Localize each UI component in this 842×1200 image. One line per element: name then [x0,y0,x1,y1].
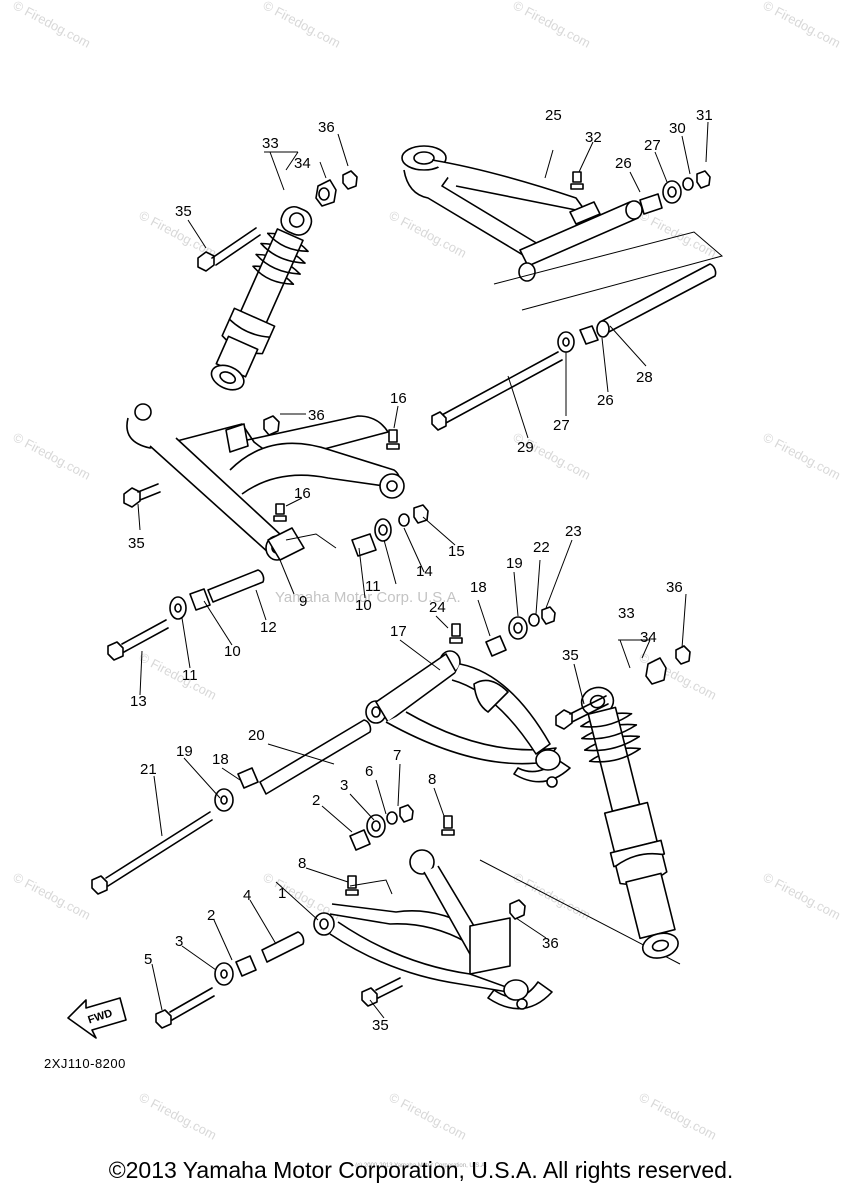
callout-2: 2 [207,907,215,924]
callout-21: 21 [140,761,157,778]
callout-3: 3 [340,777,348,794]
diagram-code: 2XJ110-8200 [44,1056,126,1071]
callout-36: 36 [542,935,559,952]
callout-33: 33 [262,135,279,152]
callout-35: 35 [175,203,192,220]
watermark-text: © Firedog.com [761,869,842,922]
callout-3: 3 [175,933,183,950]
watermark-text: © Firedog.com [137,649,219,702]
bracket-33-lower [618,639,651,669]
callout-11: 11 [365,578,381,595]
callout-8: 8 [428,771,436,788]
fine-print: (c) 2000-2013 Yamaha Motor Corporation, … [355,1163,487,1169]
callout-5: 5 [144,951,152,968]
callout-34: 34 [294,155,311,172]
middle-right-a-arm [91,606,571,895]
callout-35: 35 [372,1017,389,1034]
watermark-text: © Firedog.com [261,0,343,51]
callout-16: 16 [294,485,311,502]
callout-34: 34 [640,629,657,646]
callout-16: 16 [390,390,407,407]
watermark-text: © Firedog.com [511,0,593,51]
watermark-text: © Firedog.com [637,1089,719,1142]
watermark-text: © Firedog.com [137,1089,219,1142]
leader-lines [137,121,709,1019]
watermark-text: © Firedog.com [387,1089,469,1142]
lower-a-arm [155,804,681,1029]
callout-19: 19 [176,743,193,760]
copyright-footer: ©2013 Yamaha Motor Corporation, U.S.A. A… [108,1157,734,1183]
callout-13: 13 [130,693,147,710]
callout-10: 10 [355,597,372,614]
callout-11: 11 [182,667,198,684]
callout-35: 35 [562,647,579,664]
callout-26: 26 [597,392,614,409]
watermark-text: © Firedog.com [11,869,93,922]
callout-29: 29 [517,439,534,456]
callout-9: 9 [299,593,307,610]
callout-7: 7 [393,747,401,764]
callout-36: 36 [318,119,335,136]
callout-2: 2 [312,792,320,809]
middle-left-a-arm [107,403,429,661]
callout-35: 35 [128,535,145,552]
callout-27: 27 [644,137,661,154]
callout-19: 19 [506,555,523,572]
watermark-text: © Firedog.com [761,0,842,51]
callout-31: 31 [696,107,713,124]
callout-25: 25 [545,107,562,124]
callout-30: 30 [669,120,686,137]
callout-36: 36 [666,579,683,596]
callout-12: 12 [260,619,277,636]
callout-6: 6 [365,763,373,780]
lower-shock-absorber [555,645,691,959]
callout-labels: 1 2 2 3 3 4 5 6 7 8 8 9 10 10 11 11 12 1… [128,107,713,1034]
watermark-text: © Firedog.com [511,429,593,482]
callout-36: 36 [308,407,325,424]
callout-15: 15 [448,543,465,560]
callout-14: 14 [416,563,433,580]
callout-22: 22 [533,539,550,556]
callout-23: 23 [565,523,582,540]
upper-shock-absorber [197,170,358,391]
callout-27: 27 [553,417,570,434]
callout-4: 4 [243,887,251,904]
callout-17: 17 [390,623,407,640]
watermark-text: © Firedog.com [761,429,842,482]
center-watermark: Yamaha Motor Corp. U.S.A. [275,589,461,606]
callout-28: 28 [636,369,653,386]
watermark-text: © Firedog.com [637,207,719,260]
callout-26: 26 [615,155,632,172]
callout-33: 33 [618,605,635,622]
callout-32: 32 [585,129,602,146]
watermark-text: © Firedog.com [11,0,93,51]
callout-18: 18 [470,579,487,596]
callout-24: 24 [429,599,446,616]
callout-1: 1 [278,885,286,902]
watermark-text: © Firedog.com [11,429,93,482]
fwd-arrow-icon: FWD [67,997,127,1039]
callout-18: 18 [212,751,229,768]
callout-20: 20 [248,727,265,744]
callout-10: 10 [224,643,241,660]
callout-8: 8 [298,855,306,872]
bracket-33-upper [264,151,299,191]
upper-right-a-arm [401,145,724,431]
